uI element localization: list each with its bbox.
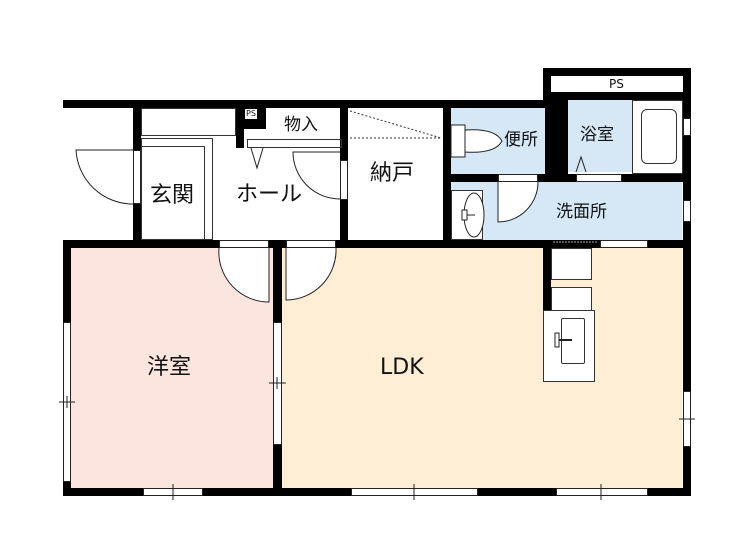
label-hall: ホール [236, 182, 303, 207]
kitchen-counter [551, 248, 592, 280]
wall-ps-left [543, 68, 551, 108]
wall-entrance-left-bottom [133, 204, 141, 248]
wall-storeroom-left-bottom [340, 200, 348, 248]
ldk-area [282, 248, 682, 488]
wall-mid-horizontal [63, 240, 691, 248]
wall-western-ldk-top [273, 240, 282, 322]
wall-entrance-left-top [133, 100, 141, 150]
wall-right [683, 68, 691, 496]
opening-entrance-door [133, 150, 141, 204]
wall-toilet-bath [545, 100, 568, 182]
window-wash-right [683, 200, 691, 222]
opening-wash-ldk [600, 240, 648, 248]
bathroom-area [568, 100, 632, 172]
window-storeroom-left [340, 160, 348, 200]
label-bathroom: 浴室 [580, 125, 614, 145]
wall-top-wet [443, 100, 548, 108]
label-pipe-space-small: PS [246, 109, 256, 118]
ps-small-interior [244, 108, 258, 120]
wall-western-ldk-bottom [273, 445, 282, 496]
wall-ps-small-right [258, 108, 266, 129]
label-storage-closet: 物入 [284, 115, 318, 135]
opening-ldk-door [286, 240, 336, 248]
wall-top-left [63, 100, 453, 108]
entrance-shoe-cabinet [141, 108, 236, 136]
closet-shelf [247, 139, 342, 148]
washroom-area [451, 182, 682, 241]
wall-kitchen [543, 248, 551, 310]
wall-storeroom-left-top [340, 100, 348, 160]
label-ldk: LDK [380, 355, 424, 380]
label-entrance: 玄関 [150, 183, 195, 208]
entrance-step-inner [141, 146, 205, 240]
label-pipe-space-top: PS [609, 77, 624, 91]
wall-ps-top [543, 68, 691, 76]
wall-toilet-wash [451, 174, 683, 182]
wall-storeroom-right [443, 100, 451, 248]
wall-closet-left [236, 108, 244, 148]
label-storeroom: 納戸 [370, 161, 415, 186]
label-western-room: 洋室 [147, 355, 192, 380]
opening-western-door [219, 240, 269, 248]
window-bath-right [683, 118, 691, 136]
wall-ps-bottom [543, 92, 691, 100]
label-washroom: 洗面所 [556, 202, 607, 222]
ps-top-interior [551, 76, 683, 92]
opening-bath-door [576, 174, 622, 182]
label-toilet: 便所 [504, 130, 538, 150]
window-ldk-bottom-2 [556, 488, 648, 496]
wall-ps-small-box [244, 120, 266, 129]
bathtub [641, 109, 677, 164]
opening-toilet-door [498, 174, 538, 182]
